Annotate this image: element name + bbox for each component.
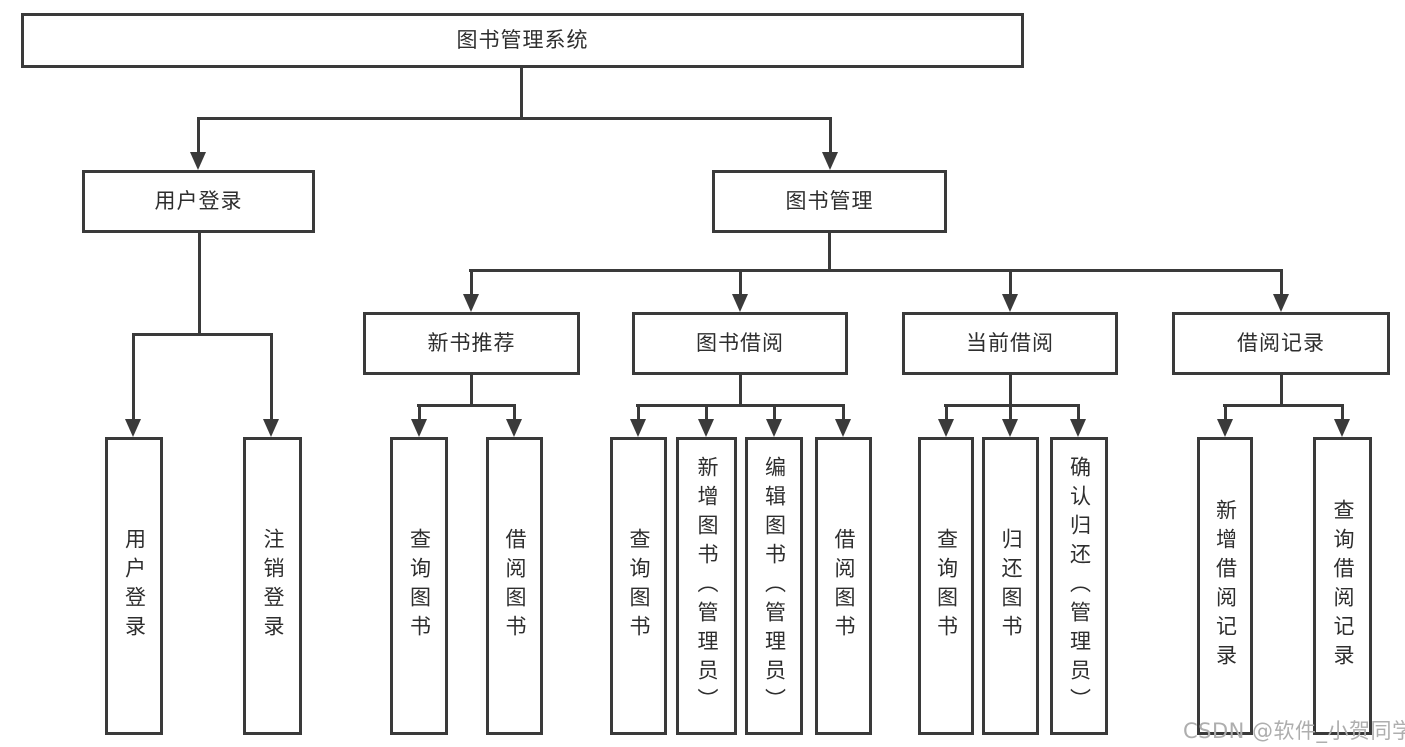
edge-borrow-hbar — [636, 404, 844, 407]
arrow-icon — [1334, 419, 1350, 437]
arrow-icon — [938, 419, 954, 437]
edge-rec-drop-1 — [418, 404, 421, 422]
leaf-query-borrow-record: 查询借阅记录 — [1313, 437, 1372, 735]
leaf-add-books-admin-label: 新增图书（管理员） — [695, 455, 719, 717]
edge-root-drop-user — [197, 117, 200, 155]
edge-records-stem — [1280, 375, 1283, 407]
edge-root-hbar — [197, 117, 832, 120]
arrow-icon — [411, 419, 427, 437]
leaf-query-books-recommend: 查询图书 — [390, 437, 448, 735]
leaf-user-login: 用户登录 — [105, 437, 163, 735]
node-root-label: 图书管理系统 — [456, 27, 589, 52]
edge-borrow-drop-3 — [773, 404, 776, 422]
leaf-query-books-borrow: 查询图书 — [610, 437, 667, 735]
leaf-logout-label: 注销登录 — [261, 528, 285, 644]
leaf-borrow-books-recommend-label: 借阅图书 — [503, 528, 527, 644]
node-current-borrow: 当前借阅 — [902, 312, 1118, 375]
edge-current-stem — [1009, 375, 1012, 407]
arrow-icon — [463, 294, 479, 312]
node-book-management: 图书管理 — [712, 170, 947, 233]
edge-current-drop-2 — [1009, 404, 1012, 422]
node-user-login: 用户登录 — [82, 170, 315, 233]
edge-records-hbar — [1223, 404, 1344, 407]
leaf-borrow-books-recommend: 借阅图书 — [486, 437, 543, 735]
arrow-icon — [732, 294, 748, 312]
leaf-borrow-books: 借阅图书 — [815, 437, 872, 735]
arrow-icon — [1273, 294, 1289, 312]
leaf-query-borrow-record-label: 查询借阅记录 — [1331, 499, 1355, 673]
edge-mgmt-drop-records — [1280, 269, 1283, 297]
leaf-edit-books-admin: 编辑图书（管理员） — [745, 437, 803, 735]
leaf-query-books-current-label: 查询图书 — [934, 528, 959, 644]
arrow-icon — [263, 419, 279, 437]
arrow-icon — [698, 419, 714, 437]
node-user-login-label: 用户登录 — [154, 188, 243, 213]
leaf-confirm-return-admin-label: 确认归还（管理员） — [1067, 455, 1092, 717]
arrow-icon — [1002, 419, 1018, 437]
leaf-user-login-label: 用户登录 — [122, 528, 147, 644]
edge-mgmt-hbar — [469, 269, 1282, 272]
edge-borrow-drop-1 — [637, 404, 640, 422]
arrow-icon — [190, 152, 206, 170]
node-book-borrow: 图书借阅 — [632, 312, 848, 375]
arrow-icon — [1002, 294, 1018, 312]
leaf-return-books: 归还图书 — [982, 437, 1039, 735]
node-book-borrow-label: 图书借阅 — [696, 330, 784, 355]
edge-borrow-drop-2 — [705, 404, 708, 422]
node-book-management-label: 图书管理 — [785, 188, 874, 213]
node-borrow-records: 借阅记录 — [1172, 312, 1390, 375]
leaf-query-books-current: 查询图书 — [918, 437, 974, 735]
edge-records-drop-2 — [1341, 404, 1344, 422]
arrow-icon — [1070, 419, 1086, 437]
leaf-add-borrow-record-label: 新增借阅记录 — [1213, 499, 1238, 673]
leaf-add-borrow-record: 新增借阅记录 — [1197, 437, 1253, 735]
edge-borrow-drop-4 — [842, 404, 845, 422]
arrow-icon — [766, 419, 782, 437]
leaf-borrow-books-label: 借阅图书 — [832, 528, 856, 644]
edge-records-drop-1 — [1224, 404, 1227, 422]
edge-user-stem — [198, 233, 201, 336]
leaf-logout: 注销登录 — [243, 437, 302, 735]
edge-mgmt-drop-rec — [470, 269, 473, 297]
node-current-borrow-label: 当前借阅 — [966, 330, 1054, 355]
leaf-add-books-admin: 新增图书（管理员） — [676, 437, 737, 735]
csdn-watermark: CSDN @软件_小贺同学 — [1183, 719, 1405, 743]
arrow-icon — [125, 419, 141, 437]
leaf-edit-books-admin-label: 编辑图书（管理员） — [762, 455, 787, 717]
edge-mgmt-drop-current — [1009, 269, 1012, 297]
edge-rec-hbar — [417, 404, 516, 407]
edge-rec-drop-2 — [513, 404, 516, 422]
edge-root-drop-mgmt — [829, 117, 832, 155]
leaf-query-books-borrow-label: 查询图书 — [627, 528, 651, 644]
arrow-icon — [822, 152, 838, 170]
arrow-icon — [506, 419, 522, 437]
node-root-system: 图书管理系统 — [21, 13, 1024, 68]
leaf-query-books-recommend-label: 查询图书 — [407, 528, 432, 644]
edge-root-stem — [520, 68, 523, 119]
edge-user-drop-1 — [132, 333, 135, 421]
edge-mgmt-drop-borrow — [739, 269, 742, 297]
edge-current-drop-3 — [1077, 404, 1080, 422]
node-borrow-records-label: 借阅记录 — [1237, 330, 1325, 355]
edge-mgmt-stem — [828, 233, 831, 272]
node-new-book-recommend: 新书推荐 — [363, 312, 580, 375]
arrow-icon — [835, 419, 851, 437]
edge-rec-stem — [470, 375, 473, 407]
leaf-confirm-return-admin: 确认归还（管理员） — [1050, 437, 1108, 735]
edge-user-hbar — [132, 333, 273, 336]
node-new-book-recommend-label: 新书推荐 — [427, 330, 516, 355]
arrow-icon — [1217, 419, 1233, 437]
arrow-icon — [630, 419, 646, 437]
edge-user-drop-2 — [270, 333, 273, 421]
leaf-return-books-label: 归还图书 — [999, 528, 1023, 644]
edge-current-drop-1 — [945, 404, 948, 422]
edge-borrow-stem — [739, 375, 742, 407]
edge-current-hbar — [944, 404, 1080, 407]
